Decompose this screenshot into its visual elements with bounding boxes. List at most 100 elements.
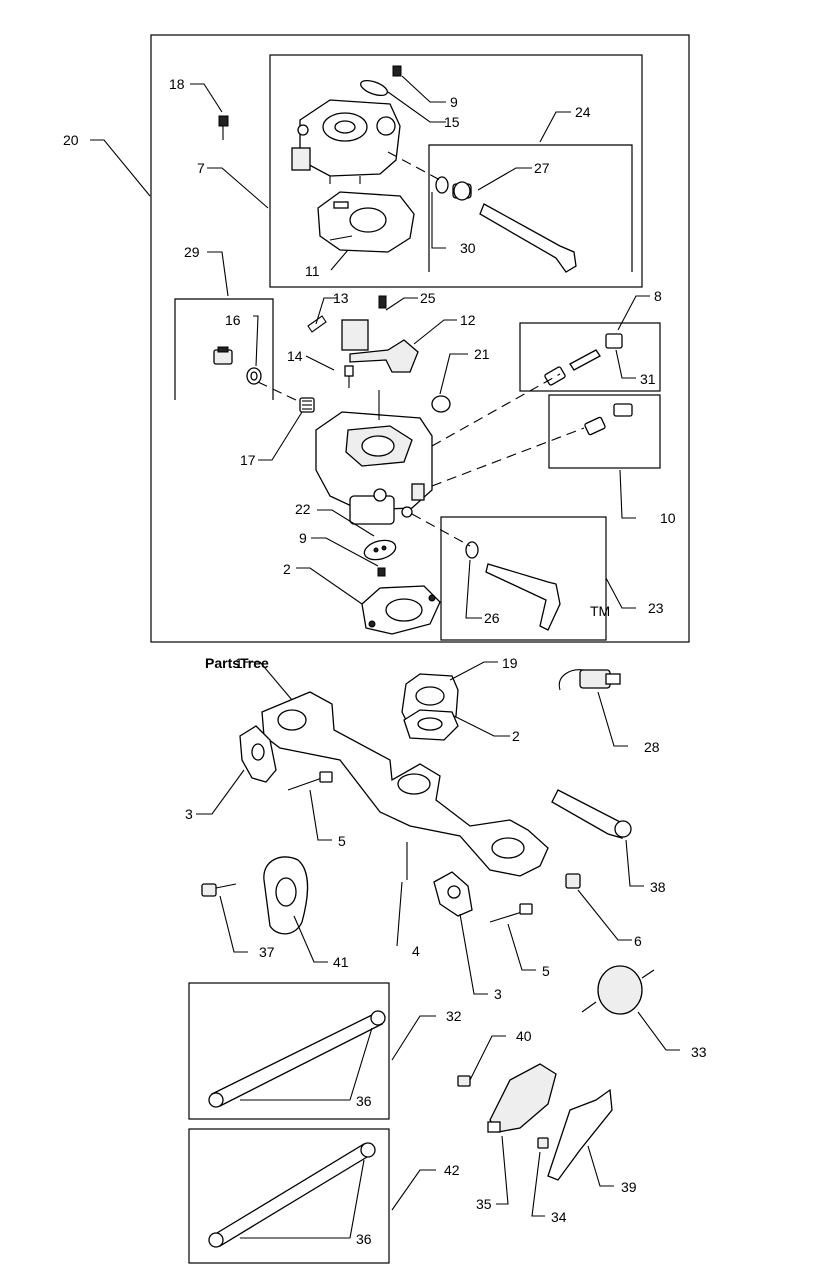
part-gasket-2-lower [403, 709, 459, 741]
part-idle-fitting [213, 346, 233, 365]
callout-3-left: 3 [185, 806, 193, 822]
part-intake-manifold-1 [261, 691, 549, 877]
part-spring-16 [246, 367, 262, 385]
callout-15: 15 [444, 114, 460, 130]
choke-shaft-frame [428, 144, 633, 272]
part-bolt-5-upper [287, 771, 333, 791]
part-plug-6 [565, 873, 581, 889]
part-fuel-line-42 [208, 1142, 376, 1248]
callout-25: 25 [420, 290, 436, 306]
callout-18: 18 [169, 76, 185, 92]
part-gasket-11 [317, 191, 415, 253]
part-pilot-jet-10 [584, 403, 633, 436]
callout-4: 4 [412, 943, 420, 959]
callout-5-upper: 5 [338, 833, 346, 849]
callout-40: 40 [516, 1028, 532, 1044]
part-float-12 [341, 319, 419, 373]
callout-12: 12 [460, 312, 476, 328]
callout-28: 28 [644, 739, 660, 755]
callout-17: 17 [240, 452, 256, 468]
part-bushing-27 [452, 181, 472, 201]
part-needle-14 [344, 365, 354, 388]
part-carburetor-body [315, 390, 433, 525]
main-jet-frame [519, 322, 661, 392]
callout-7: 7 [197, 160, 205, 176]
part-throttle-shaft-23 [485, 563, 561, 631]
part-fuel-line-32 [208, 1010, 386, 1108]
callout-42: 42 [444, 1162, 460, 1178]
part-gasket-3-left [239, 725, 277, 783]
part-gasket-2-upper [361, 585, 441, 635]
part-clip-34 [537, 1137, 549, 1149]
callout-36-upper: 36 [356, 1093, 372, 1109]
part-clip-13 [307, 315, 327, 333]
callout-2-upper: 2 [283, 561, 291, 577]
part-idle-screw-17 [299, 397, 315, 413]
callout-9-bottom: 9 [299, 530, 307, 546]
part-choke-shaft-24 [479, 203, 577, 273]
callout-22: 22 [295, 501, 311, 517]
group-parts [201, 65, 655, 1248]
part-gasket-41 [263, 856, 309, 935]
callout-5-lower: 5 [542, 963, 550, 979]
part-fuel-pump-35 [487, 1063, 557, 1133]
group-frames [150, 34, 690, 1264]
watermark-text: PartsTree [205, 655, 269, 671]
fuel-line-frame-upper [188, 982, 390, 1120]
idle-screw-frame [174, 298, 274, 400]
callout-19: 19 [502, 655, 518, 671]
watermark: PartsTree TM [205, 603, 610, 671]
part-plug-21 [431, 395, 451, 413]
callout-16: 16 [225, 312, 241, 328]
callout-11: 11 [305, 263, 320, 279]
callout-2-lower: 2 [512, 728, 520, 744]
callout-41: 41 [333, 954, 349, 970]
part-screw-40 [457, 1075, 471, 1087]
part-main-jet-8 [544, 349, 601, 386]
group-callouts: 20 18 7 9 15 24 27 30 11 29 16 13 25 12 … [63, 76, 707, 1247]
callout-35: 35 [476, 1196, 492, 1212]
callout-34: 34 [551, 1209, 567, 1225]
callout-8: 8 [654, 288, 662, 304]
part-fuel-filter-33 [581, 965, 655, 1015]
part-nut-31 [605, 333, 623, 349]
callout-20: 20 [63, 132, 79, 148]
carburetor-assembly-frame [150, 34, 690, 643]
callout-24: 24 [575, 104, 591, 120]
callout-26: 26 [484, 610, 500, 626]
callout-21: 21 [474, 346, 490, 362]
part-sensor-28 [558, 669, 621, 691]
callout-30: 30 [460, 240, 476, 256]
callout-32: 32 [446, 1008, 462, 1024]
callout-39: 39 [621, 1179, 637, 1195]
part-sleeve-38 [551, 789, 632, 839]
group-leaders [90, 75, 680, 1239]
part-bracket-39 [547, 1088, 613, 1181]
part-screw-18 [218, 115, 229, 140]
part-bolt-5-lower [489, 903, 533, 923]
callout-36-lower: 36 [356, 1231, 372, 1247]
callout-9-top: 9 [450, 94, 458, 110]
part-screw-9-bottom [377, 567, 386, 577]
callout-1: 1 [235, 655, 243, 671]
callout-14: 14 [287, 348, 303, 364]
callout-23: 23 [648, 600, 664, 616]
callout-38: 38 [650, 879, 666, 895]
part-carburetor-top-7 [291, 99, 401, 184]
part-spring-25 [378, 295, 387, 309]
pilot-jet-frame [548, 394, 661, 469]
part-plate-15 [360, 79, 388, 97]
part-washer-30 [435, 176, 449, 194]
callout-31: 31 [640, 371, 656, 387]
watermark-trademark: TM [590, 603, 610, 619]
callout-13: 13 [333, 290, 349, 306]
callout-27: 27 [534, 160, 550, 176]
callout-3-right: 3 [494, 986, 502, 1002]
callout-6: 6 [634, 933, 642, 949]
part-screw-9-top [392, 65, 402, 77]
carburetor-top-frame [269, 54, 643, 288]
part-plate-22 [363, 539, 397, 561]
part-gasket-3-right [433, 871, 473, 917]
part-washer-26 [465, 541, 479, 559]
